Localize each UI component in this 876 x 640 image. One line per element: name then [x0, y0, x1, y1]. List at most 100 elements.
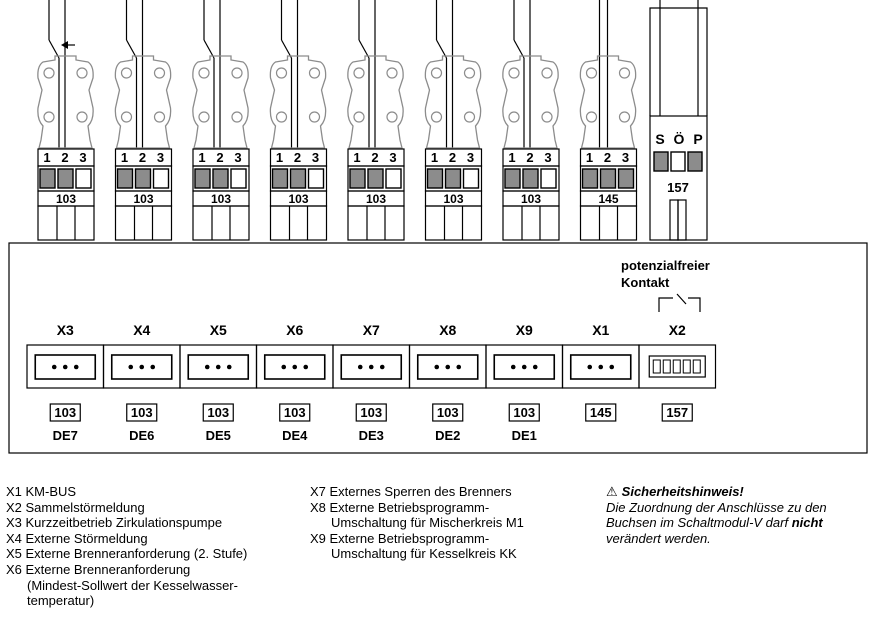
socket-label: X1	[592, 322, 609, 338]
plug-housing	[649, 7, 708, 116]
pin-number: 1	[586, 150, 593, 165]
safety-text-part-1: Die Zuordnung der Anschlüsse zu den Buch…	[606, 499, 827, 531]
pin-number: 3	[389, 150, 396, 165]
terminal-filled	[617, 168, 635, 189]
terminal-empty	[540, 168, 557, 189]
plug-latch-hole	[43, 67, 55, 79]
plug-latch-hole	[618, 67, 631, 79]
terminal-empty	[385, 168, 402, 189]
socket-pin-dot	[609, 364, 615, 370]
plug-latch-hole	[353, 67, 365, 79]
switch-blade	[203, 39, 215, 59]
legend-item: X2 Sammelstörmeldung	[6, 499, 145, 515]
socket-code-box	[49, 403, 81, 422]
socket-pin-dot	[368, 364, 374, 370]
terminal-filled	[116, 168, 134, 189]
terminal-filled	[426, 168, 444, 189]
terminal-empty	[152, 168, 170, 189]
plug-housing	[347, 55, 404, 149]
terminal-empty	[462, 168, 480, 189]
socket-code: 103	[131, 405, 153, 420]
plug-latch-hole	[275, 111, 288, 123]
pin-number: 2	[61, 150, 68, 165]
plug-slot	[677, 199, 687, 241]
schaltmodul-box	[8, 242, 868, 454]
switch-blade	[48, 39, 60, 59]
plug-foot	[37, 205, 95, 241]
plug-latch-hole	[231, 67, 243, 79]
socket-label: X5	[210, 322, 227, 338]
plug-code: 103	[366, 192, 386, 206]
safety-text-emphasis: nicht	[791, 515, 823, 531]
socket-pin-dot	[292, 364, 298, 370]
socket-input-label: DE4	[282, 428, 308, 443]
plug-latch-hole	[76, 111, 88, 123]
socket-code-box	[126, 403, 158, 422]
pin-number: 2	[216, 150, 223, 165]
socket-code-box	[202, 403, 234, 422]
contact-switch	[676, 293, 687, 305]
terminal-filled	[349, 168, 366, 189]
socket-code: 103	[437, 405, 459, 420]
socket-connector	[416, 354, 479, 380]
plug-code: 145	[598, 192, 618, 206]
warning-icon: ⚠	[606, 484, 618, 499]
terminal-filled	[289, 168, 307, 189]
plug-latch-hole	[541, 111, 553, 123]
connector-pin	[672, 359, 681, 374]
socket-pin-dot	[445, 364, 451, 370]
socket-pin-dot	[150, 364, 156, 370]
socket-code: 103	[360, 405, 382, 420]
plug-latch-hole	[43, 111, 55, 123]
plug-housing	[502, 55, 559, 149]
socket-label: X2	[669, 322, 686, 338]
plug-latch-hole	[153, 67, 166, 79]
socket-connector	[110, 354, 173, 380]
contact-symbol	[688, 297, 701, 312]
socket-pin-dot	[51, 364, 57, 370]
terminal-empty	[307, 168, 325, 189]
contact-label-line: Kontakt	[621, 275, 670, 290]
socket-code-box	[432, 403, 464, 422]
plug-slot	[669, 199, 679, 241]
plug-housing	[192, 55, 249, 149]
pin-number: 2	[139, 150, 146, 165]
plug-latch-hole	[198, 111, 210, 123]
socket-label: X8	[439, 322, 456, 338]
plug-latch-hole	[541, 67, 553, 79]
safety-text-part-2: verändert werden.	[606, 530, 711, 546]
socket-label: X9	[516, 322, 533, 338]
terminal-filled	[444, 168, 462, 189]
socket-code-box	[355, 403, 387, 422]
pin-number: 1	[121, 150, 128, 165]
legend-continuation: (Mindest-Sollwert der Kesselwasser-	[27, 577, 238, 593]
plug-foot	[579, 205, 638, 241]
plug-latch-hole	[508, 111, 520, 123]
socket-label: X3	[57, 322, 74, 338]
socket-pin-dot	[510, 364, 516, 370]
plug-foot	[114, 205, 173, 241]
pin-number: 2	[526, 150, 533, 165]
plug-latch-hole	[308, 67, 321, 79]
plug-latch-hole	[231, 111, 243, 123]
terminal-empty	[75, 168, 92, 189]
plug-code: 103	[133, 192, 153, 206]
socket-connector	[187, 354, 250, 380]
socket-label: X6	[286, 322, 303, 338]
socket-code-box	[585, 403, 617, 422]
switch-blade	[435, 39, 448, 59]
pin-number: 3	[79, 150, 86, 165]
plug-foot	[192, 205, 250, 241]
plug-foot	[502, 205, 560, 241]
